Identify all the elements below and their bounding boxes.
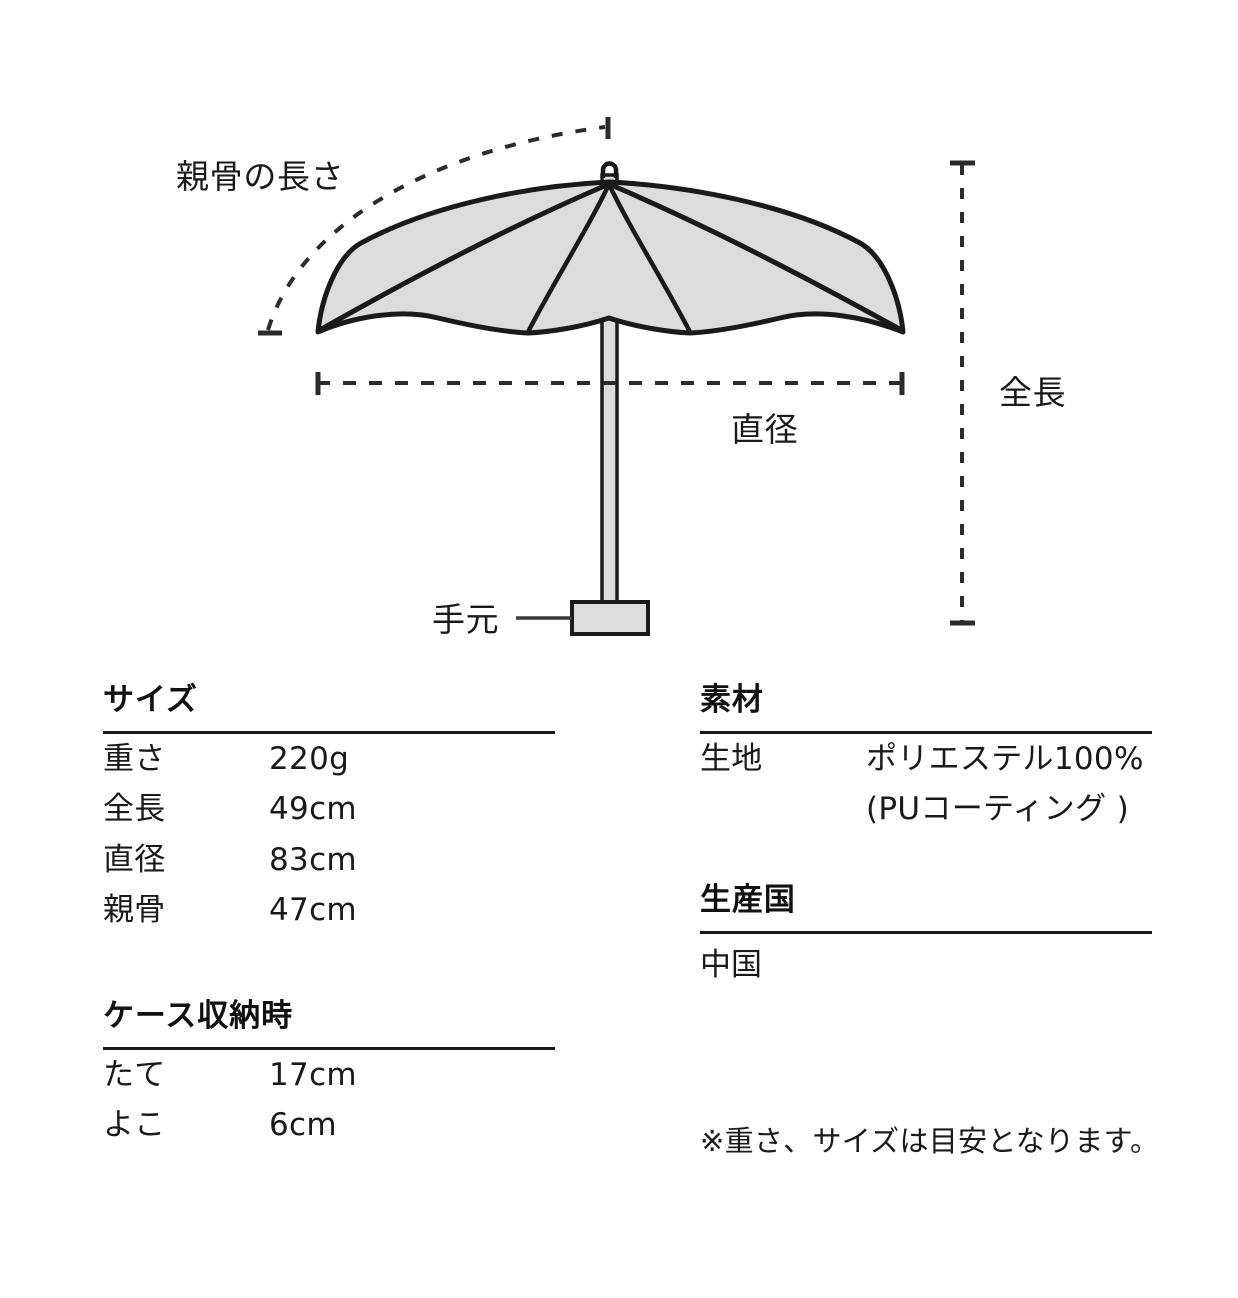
canopy-seam-left	[526, 183, 612, 334]
section-origin-title: 生産国	[700, 882, 796, 918]
case-table: たて 17cm よこ 6cm	[103, 1050, 555, 1150]
size-row-value: 220g	[269, 741, 350, 778]
case-row-value: 17cm	[269, 1057, 357, 1094]
size-row-value: 49cm	[269, 791, 357, 828]
size-row-label: 直径	[103, 841, 166, 878]
section-size-title: サイズ	[103, 682, 198, 718]
origin-value: 中国	[700, 947, 762, 984]
canopy-outline	[315, 179, 906, 336]
umbrella-diagram: 親骨の長さ 直径 全長 手元	[176, 117, 1067, 639]
diameter-dimension	[315, 372, 905, 395]
material-row-value: ポリエステル100% (PUコーティング )	[866, 741, 1144, 828]
rib-length-label: 親骨の長さ	[176, 157, 345, 196]
size-row-value: 47cm	[269, 891, 357, 928]
section-case-storage: ケース収納時 たて 17cm よこ 6cm	[103, 998, 555, 1151]
table-row: 直径 83cm	[103, 835, 555, 885]
section-origin: 生産国 中国	[700, 882, 1152, 990]
case-row-label: よこ	[103, 1107, 166, 1144]
material-row-label: 生地	[700, 741, 763, 778]
section-material: 素材 生地 ポリエステル100% (PUコーティング )	[700, 682, 1152, 835]
section-size: サイズ 重さ 220g 全長 49cm 直径 83cm	[103, 682, 555, 935]
material-table: 生地 ポリエステル100% (PUコーティング )	[700, 734, 1152, 834]
table-row: 全長 49cm	[103, 784, 555, 834]
canopy-tip-loop	[600, 161, 619, 178]
section-case-title: ケース収納時	[103, 998, 294, 1034]
size-row-label: 重さ	[103, 741, 166, 778]
section-material-rule	[700, 731, 1152, 735]
section-case-rule	[103, 1047, 555, 1051]
handle-block	[570, 600, 650, 636]
table-row: 親骨 47cm	[103, 885, 555, 935]
table-row: 生地 ポリエステル100% (PUコーティング )	[700, 734, 1152, 834]
canopy-seam-far-right	[608, 181, 905, 334]
umbrella-handle	[516, 600, 650, 636]
case-row-value: 6cm	[269, 1107, 337, 1144]
total-length-label: 全長	[999, 373, 1067, 412]
size-table: 重さ 220g 全長 49cm 直径 83cm 親骨 47cm	[103, 734, 555, 935]
diameter-label: 直径	[731, 410, 799, 449]
rib-length-dashed-arc	[266, 125, 606, 331]
canopy-seam-far-left	[316, 181, 610, 334]
table-row: 重さ 220g	[103, 734, 555, 784]
specification-tables: サイズ 重さ 220g 全長 49cm 直径 83cm	[0, 660, 1238, 1298]
case-row-label: たて	[103, 1057, 166, 1094]
section-size-rule	[103, 731, 555, 735]
table-row: よこ 6cm	[103, 1100, 555, 1150]
handle-label: 手元	[432, 600, 500, 639]
size-row-label: 親骨	[103, 891, 166, 928]
total-length-dimension	[950, 160, 975, 626]
umbrella-canopy	[315, 161, 906, 336]
section-origin-rule	[700, 931, 1152, 935]
rib-length-dimension	[258, 117, 611, 336]
canopy-seam-right	[606, 183, 692, 334]
size-row-value: 83cm	[269, 841, 357, 878]
umbrella-illustration	[258, 117, 975, 636]
footnote-text: ※重さ、サイズは目安となります。	[700, 1124, 1160, 1158]
size-row-label: 全長	[103, 791, 166, 828]
section-material-title: 素材	[700, 682, 764, 718]
table-row: たて 17cm	[103, 1050, 555, 1100]
